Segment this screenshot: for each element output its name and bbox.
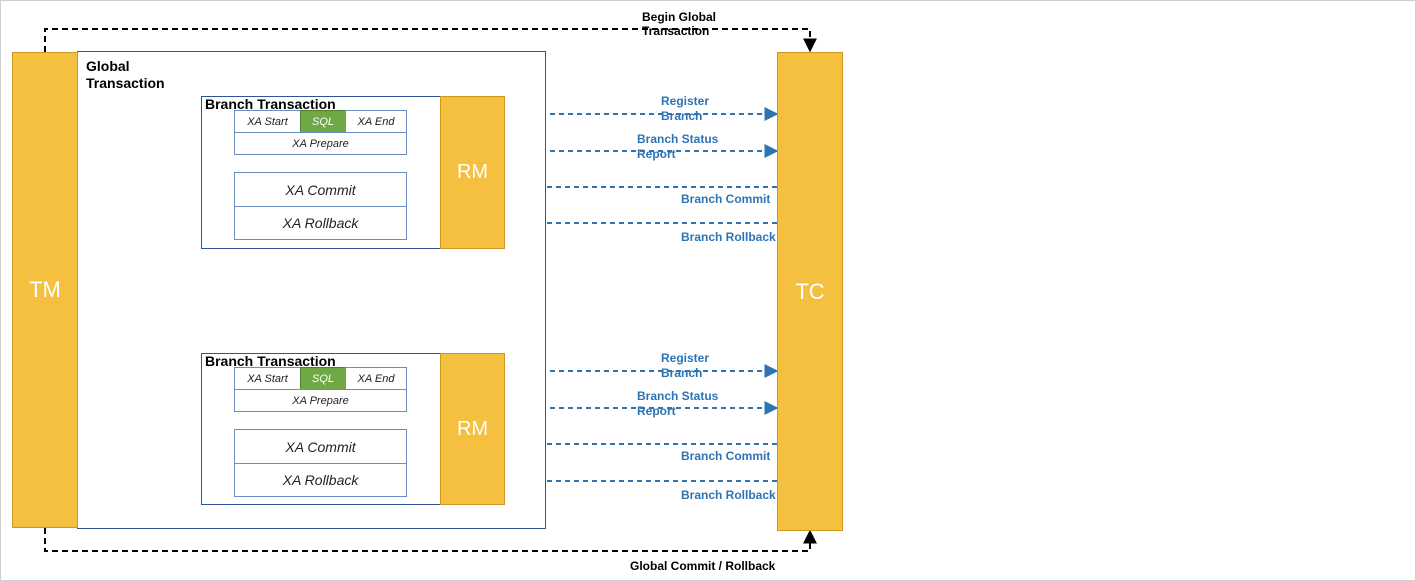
rm-component: RM xyxy=(440,353,505,505)
branch-rollback-label: Branch Rollback xyxy=(681,230,776,244)
xa-commit-cell: XA Commit xyxy=(234,429,407,464)
tm-label: TM xyxy=(29,277,61,302)
rm-label: RM xyxy=(456,417,489,440)
xa-start-cell: XA Start xyxy=(234,367,301,390)
branch-commit-label: Branch Commit xyxy=(681,192,771,206)
xa-prepare-cell: XA Prepare xyxy=(234,389,407,412)
sql-cell: SQL xyxy=(300,110,346,133)
rm-label: RM xyxy=(456,161,489,183)
tc-label: TC xyxy=(795,278,825,304)
tc-component: TC xyxy=(777,52,843,531)
begin-global-label: Begin Global Transaction xyxy=(642,10,717,38)
xa-start-cell: XA Start xyxy=(234,110,301,133)
xa-end-cell: XA End xyxy=(345,367,407,390)
branch-commit-label: Branch Commit xyxy=(681,449,771,463)
branch-transaction-title: Branch Transaction xyxy=(205,96,336,112)
global-transaction-label: Global Transaction xyxy=(86,58,165,91)
sql-cell: SQL xyxy=(300,367,346,390)
xa-prepare-cell: XA Prepare xyxy=(234,132,407,155)
xa-commit-cell: XA Commit xyxy=(234,172,407,207)
rm-component: RM xyxy=(440,96,505,249)
global-commit-arrow xyxy=(44,528,817,552)
branch-transaction-title: Branch Transaction xyxy=(205,353,336,369)
xa-end-cell: XA End xyxy=(345,110,407,133)
branch-rollback-label: Branch Rollback xyxy=(681,488,776,502)
branch-status-report-label: Branch Status Report xyxy=(637,389,719,418)
tm-component: TM xyxy=(12,52,78,528)
register-branch-label: Register Branch xyxy=(661,94,710,123)
branch-status-report-label: Branch Status Report xyxy=(637,132,719,161)
global-commit-label: Global Commit / Rollback xyxy=(630,559,776,573)
register-branch-label: Register Branch xyxy=(661,351,710,380)
begin-global-arrow xyxy=(44,28,817,53)
xa-rollback-cell: XA Rollback xyxy=(234,463,407,497)
xa-rollback-cell: XA Rollback xyxy=(234,206,407,240)
